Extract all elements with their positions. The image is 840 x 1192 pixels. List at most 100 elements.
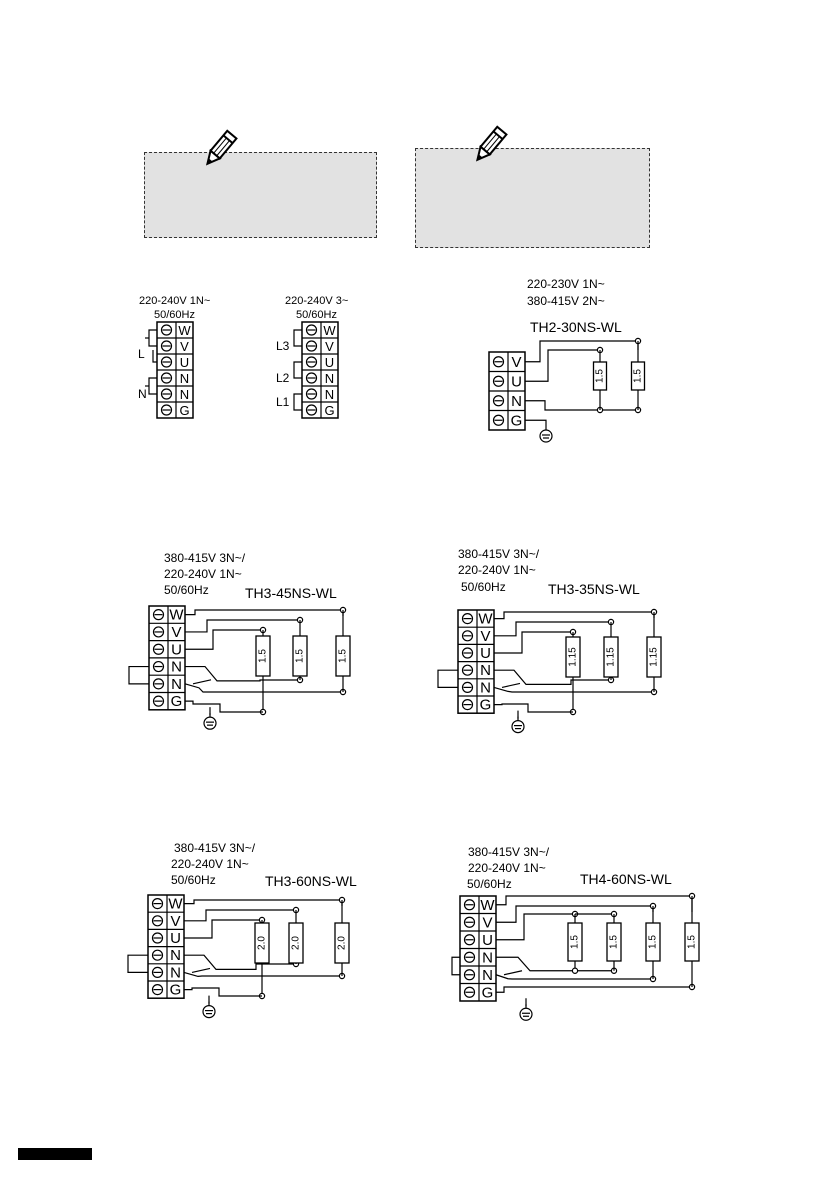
terminal-label-w: W: [178, 323, 191, 338]
d5-wire-v: [494, 621, 611, 637]
d4-resistor-2-value: 1.5: [295, 649, 306, 663]
terminal-label-n: N: [180, 371, 189, 386]
terminal-label-w: W: [480, 897, 495, 914]
d5-wire-n-cross: [501, 682, 521, 688]
d6-resistor-1: [254, 922, 270, 964]
d3-supply-line2: 380-415V 2N~: [527, 294, 605, 308]
d4-model: TH3-45NS-WL: [245, 585, 337, 601]
terminal-label-g: G: [324, 403, 334, 418]
terminal-label-w: W: [169, 607, 184, 624]
terminal-label-v: V: [511, 354, 521, 371]
screw-icon: [160, 340, 173, 352]
terminal-label-v: V: [171, 624, 181, 641]
d7-resistor-4: [684, 922, 700, 962]
d3-resistor-1-value: 1.5: [595, 369, 606, 383]
d3-resistor-1: [592, 361, 608, 391]
d4-resistor-2: [292, 635, 308, 677]
d7-wire-n2: [495, 974, 653, 980]
d7-resistor-2-value: 1.5: [609, 935, 620, 949]
d3-resistor-2-value: 1.5: [633, 369, 644, 383]
d4-supply-line3: 50/60Hz: [164, 583, 209, 597]
d5-model: TH3-35NS-WL: [548, 581, 640, 597]
d5-resistor-2: [603, 636, 619, 678]
d6-resistor-2-value: 2.0: [291, 936, 302, 950]
screw-icon: [305, 324, 318, 336]
d4-resistor-1-value: 1.5: [258, 649, 269, 663]
terminal-label-v: V: [180, 339, 189, 354]
d6-model: TH3-60NS-WL: [265, 873, 357, 889]
d6-wire-n-cross: [191, 967, 211, 973]
screw-icon: [152, 609, 165, 621]
screw-icon: [152, 695, 165, 707]
terminal-label-w: W: [168, 896, 183, 913]
terminal-label-g: G: [480, 697, 492, 714]
screw-icon: [160, 404, 173, 416]
ground-icon: [511, 719, 525, 734]
d2-label-l1: L1: [276, 395, 290, 409]
d5-resistor-1: [565, 636, 581, 678]
terminal-label-g: G: [179, 403, 189, 418]
d2-supply-line1: 220-240V 3~: [285, 295, 348, 307]
d7-bridge-n: [451, 956, 460, 976]
terminal-label-u: U: [480, 645, 491, 662]
terminal-label-n: N: [482, 949, 493, 966]
d1-label-l: L: [138, 347, 145, 361]
terminal-label-n: N: [480, 662, 491, 679]
screw-icon: [461, 630, 474, 642]
d4-wire-g-rail: [185, 700, 263, 713]
screw-icon: [151, 949, 164, 961]
screw-icon: [160, 324, 173, 336]
terminal-label-w: W: [478, 611, 493, 628]
screw-icon: [461, 647, 474, 659]
d7-wire-n-cross: [503, 970, 523, 976]
d5-supply-line1: 380-415V 3N~/: [458, 547, 540, 561]
d7-resistor-3: [645, 922, 661, 962]
d4-wire-n2: [184, 683, 343, 693]
screw-icon: [463, 986, 476, 998]
ground-icon: [539, 429, 553, 443]
screw-icon: [305, 340, 318, 352]
d7-supply-line1: 380-415V 3N~/: [468, 845, 550, 859]
ground-icon: [519, 1007, 533, 1021]
ground-icon: [202, 1004, 216, 1019]
screw-icon: [152, 678, 165, 690]
screw-icon: [305, 356, 318, 368]
screw-icon: [305, 372, 318, 384]
d7-supply-line2: 220-240V 1N~: [468, 861, 546, 875]
d6-wire-n2: [183, 971, 342, 978]
screw-icon: [151, 897, 164, 910]
d6-supply-line3: 50/60Hz: [171, 873, 216, 887]
screw-icon: [160, 372, 173, 384]
footer-bar: [18, 1148, 92, 1160]
d2-bridge-l3: [293, 329, 302, 347]
d3-resistor-2: [630, 361, 646, 391]
d6-wire-u: [184, 919, 262, 939]
d7-resistor-3-value: 1.5: [648, 935, 659, 949]
d4-bridge-n: [128, 665, 149, 685]
screw-icon: [461, 681, 474, 694]
d6-resistor-1-value: 2.0: [257, 936, 268, 950]
terminal-label-v: V: [170, 913, 180, 930]
screw-icon: [463, 899, 476, 911]
terminal-label-n: N: [511, 393, 522, 410]
d4-supply-line1: 380-415V 3N~/: [164, 551, 246, 565]
d7-wire-g-rail: [496, 986, 692, 993]
d4-wire-n-cross: [192, 679, 212, 685]
note-box-right: [415, 148, 650, 248]
terminal-label-g: G: [170, 982, 182, 999]
screw-icon: [305, 404, 318, 416]
d3-wire-g: [525, 419, 547, 426]
d6-supply-line2: 220-240V 1N~: [171, 857, 249, 871]
d5-wire-n2: [493, 686, 654, 693]
d3-wire-u: [525, 349, 600, 382]
terminal-label-v: V: [482, 914, 492, 931]
screw-icon: [305, 388, 318, 400]
terminal-label-n: N: [171, 676, 182, 693]
screw-icon: [152, 643, 165, 655]
screw-icon: [152, 626, 165, 638]
d4-resistor-1: [255, 635, 271, 677]
screw-icon: [463, 934, 476, 946]
d2-bridge-l2: [293, 361, 302, 379]
